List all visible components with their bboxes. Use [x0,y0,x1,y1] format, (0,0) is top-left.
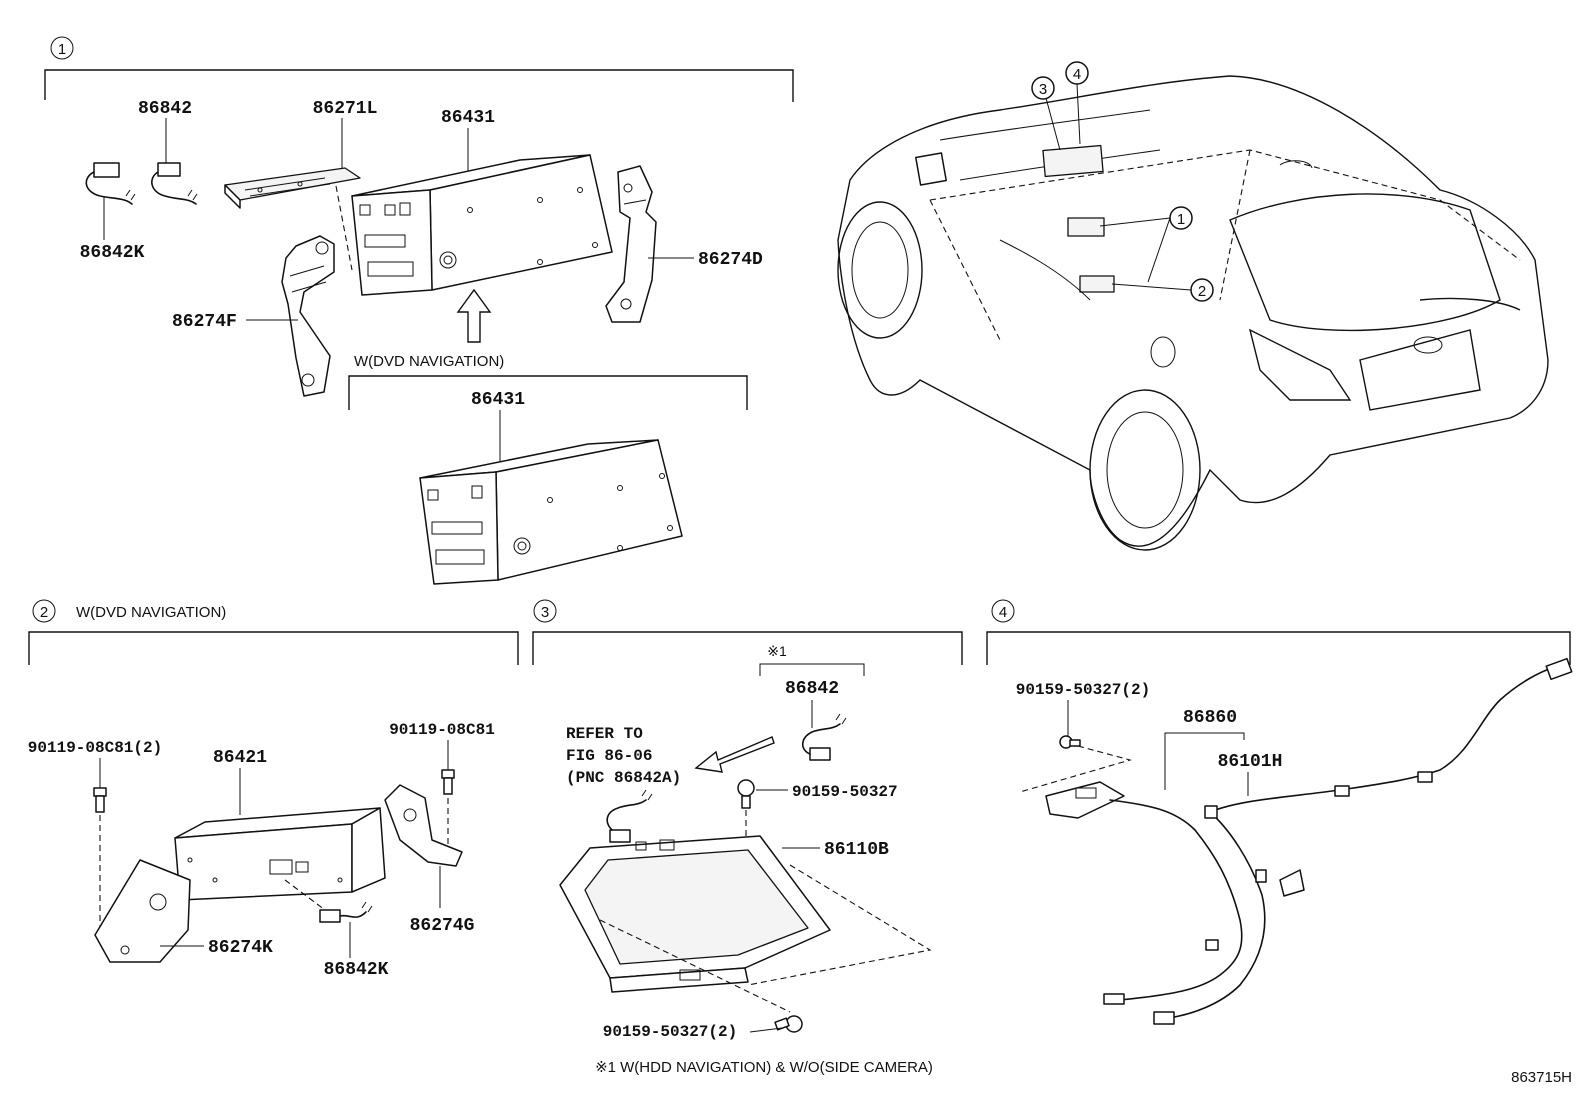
label-86842-top: 86842 [138,99,192,119]
audio-unit-86431-dvd [419,439,683,585]
screw-90159-50327-s4 [1059,735,1081,749]
screw-90159-50327-a [737,779,755,809]
section-2: 2 W(DVD NAVIGATION) 90119-08C81(2) 86421 [28,599,519,980]
section-4-marker [991,599,1015,623]
vehicle-callout-3 [1031,76,1055,100]
label-86421: 86421 [213,748,267,768]
section-3-bracket [532,631,963,665]
label-86274K: 86274K [208,938,273,958]
bracket-86860 [1045,781,1125,819]
label-86431-sub: 86431 [471,390,525,410]
label-90159-50327-2-bottom: 90159-50327(2) [603,1023,737,1041]
connector-86842-s3 [801,713,847,761]
screw-90159-50327-bottom [774,1015,803,1033]
label-90119-08C81: 90119-08C81 [389,721,495,739]
connector-86842A [606,789,653,843]
bracket-86271L [224,167,361,209]
section-3-marker [533,599,557,623]
refer-arrow-icon [694,736,775,773]
section-2-marker [32,599,56,623]
section-3: 3 ※1 86842 REFER TO FIG 86-06 (PNC 86842… [532,599,963,1076]
label-86274G: 86274G [410,916,475,936]
section-4: 4 90159-50327(2) 86860 86101H [986,599,1573,1025]
bracket-86274G [384,784,463,867]
bracket-86274K [94,859,191,963]
label-w-dvd-navigation: W(DVD NAVIGATION) [354,353,504,370]
label-86842-s3: 86842 [785,679,839,699]
vehicle-callout-1 [1169,206,1193,230]
section-1-marker [50,36,74,60]
label-86860: 86860 [1183,708,1237,728]
svg-text:4: 4 [1073,66,1081,83]
label-86110B: 86110B [824,840,889,860]
label-86271L: 86271L [313,99,378,119]
up-arrow-icon [456,288,492,343]
vehicle-display [1042,144,1104,178]
refer-line-2: FIG 86-06 [566,747,652,765]
connector-86842K-bottom [319,901,373,923]
bracket-86274F [281,235,335,397]
label-90159-50327-a: 90159-50327 [792,783,898,801]
label-86101H: 86101H [1218,752,1283,772]
svg-text:3: 3 [1039,81,1047,98]
svg-text:1: 1 [1177,211,1185,228]
bolt-90119-08C81-right [441,769,455,795]
section-2-title: W(DVD NAVIGATION) [76,604,226,621]
bracket-86274D [605,165,657,323]
svg-text:2: 2 [1198,283,1206,300]
display-86110B [559,835,831,993]
label-86431-top: 86431 [441,108,495,128]
footnote: ※1 W(HDD NAVIGATION) & W/O(SIDE CAMERA) [595,1059,933,1076]
svg-text:3: 3 [541,604,549,621]
illustration-code: 863715H [1511,1069,1572,1086]
refer-line-3: (PNC 86842A) [566,769,681,787]
section-1-number: 1 [58,41,66,58]
section-2-bracket [28,631,519,665]
label-90159-50327-2-s4: 90159-50327(2) [1016,681,1150,699]
svg-text:2: 2 [40,604,48,621]
label-90119-08C81-2: 90119-08C81(2) [28,739,162,757]
vehicle-callout-2 [1190,278,1214,302]
section-1: 1 86842 86842K 86271L 86431 [44,36,794,585]
label-86274D: 86274D [698,250,763,270]
bolt-90119-08C81-left [93,787,107,813]
connector-86842K-top [85,162,136,205]
sub-bracket-dvd [348,375,748,410]
connector-86842-top [151,162,198,205]
vehicle-illustration: 3 4 1 2 [837,61,1549,551]
label-86842K-bottom: 86842K [324,960,389,980]
label-86842K-top: 86842K [80,243,145,263]
harness-86860 [1103,799,1243,1005]
refer-line-1: REFER TO [566,725,643,743]
svg-text:4: 4 [999,604,1007,621]
label-86274F: 86274F [172,312,237,332]
harness-86101H [1153,657,1573,1025]
section-1-bracket [44,69,794,102]
note-marker: ※1 [767,643,787,659]
audio-unit-86431 [351,154,613,296]
dvd-unit-86421 [174,807,386,901]
vehicle-callout-4 [1065,61,1089,85]
section-4-bracket [986,631,1571,665]
